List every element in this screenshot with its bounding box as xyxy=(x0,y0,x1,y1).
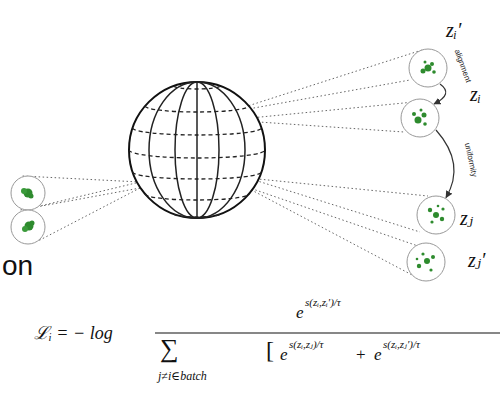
green-blob xyxy=(424,61,427,64)
fraction-bar xyxy=(155,332,500,333)
globe xyxy=(129,82,265,218)
green-blob xyxy=(428,208,432,212)
green-blob xyxy=(440,217,444,221)
exponent: s(zᵢ,zᵢ′)/τ xyxy=(305,297,341,308)
green-blob xyxy=(430,62,434,66)
green-blob xyxy=(431,255,435,259)
vector-label: zᵢ xyxy=(470,84,481,104)
zoom-circle xyxy=(11,176,45,244)
vector-label: zⱼ xyxy=(460,208,473,228)
curved-arrow xyxy=(434,84,446,104)
green-blob xyxy=(423,122,427,126)
green-blob xyxy=(425,65,432,72)
green-blob xyxy=(412,112,416,116)
green-blob xyxy=(432,70,436,74)
exponent: s(zᵢ,zⱼ)/τ xyxy=(289,339,324,350)
zoom-circle: zⱼ xyxy=(416,195,456,235)
sum-symbol: ∑ xyxy=(160,336,179,362)
loss-symbol: ℒᵢ = − log xyxy=(34,324,113,342)
zoom-circle: zⱼ′ xyxy=(406,242,446,282)
green-blob xyxy=(415,117,422,124)
edge-label: alignment xyxy=(452,47,472,84)
circle-border xyxy=(409,49,447,87)
leader-lines xyxy=(20,50,428,276)
green-blob xyxy=(433,212,439,218)
vector-label: zᵢ′ xyxy=(446,20,461,40)
circle-border xyxy=(407,243,445,281)
exponent-base: e xyxy=(296,304,304,321)
green-blob xyxy=(424,258,430,264)
zoom-circle: zᵢ xyxy=(400,98,440,138)
circle-border xyxy=(401,99,439,137)
circle-outline xyxy=(408,48,448,88)
green-blob xyxy=(430,220,433,223)
green-blob xyxy=(437,205,440,208)
circle-outline xyxy=(406,242,446,282)
green-blob xyxy=(417,264,421,268)
circle-outline xyxy=(400,98,440,138)
green-blob xyxy=(421,69,426,74)
curved-arrow xyxy=(436,130,454,198)
circle-outline xyxy=(416,195,456,235)
green-blob xyxy=(416,258,419,261)
bracket: [ xyxy=(266,338,274,362)
green-blob xyxy=(422,113,427,118)
circle-border xyxy=(417,196,455,234)
exponent-base: e xyxy=(374,346,382,363)
zoom-circle: zᵢ′ xyxy=(408,48,448,88)
green-blob xyxy=(420,109,423,112)
heading-fragment: on xyxy=(2,252,33,280)
exponent: s(zᵢ,zⱼ′)/τ xyxy=(383,339,420,350)
plus-sign: + xyxy=(356,346,366,363)
green-blob xyxy=(429,268,432,271)
sum-index: j≠i∈batch xyxy=(158,370,207,382)
exponent-base: e xyxy=(280,346,288,363)
vector-label: zⱼ′ xyxy=(468,250,485,270)
green-blob xyxy=(421,252,424,255)
green-blob xyxy=(441,207,444,210)
edge-label: uniformity xyxy=(462,141,477,179)
